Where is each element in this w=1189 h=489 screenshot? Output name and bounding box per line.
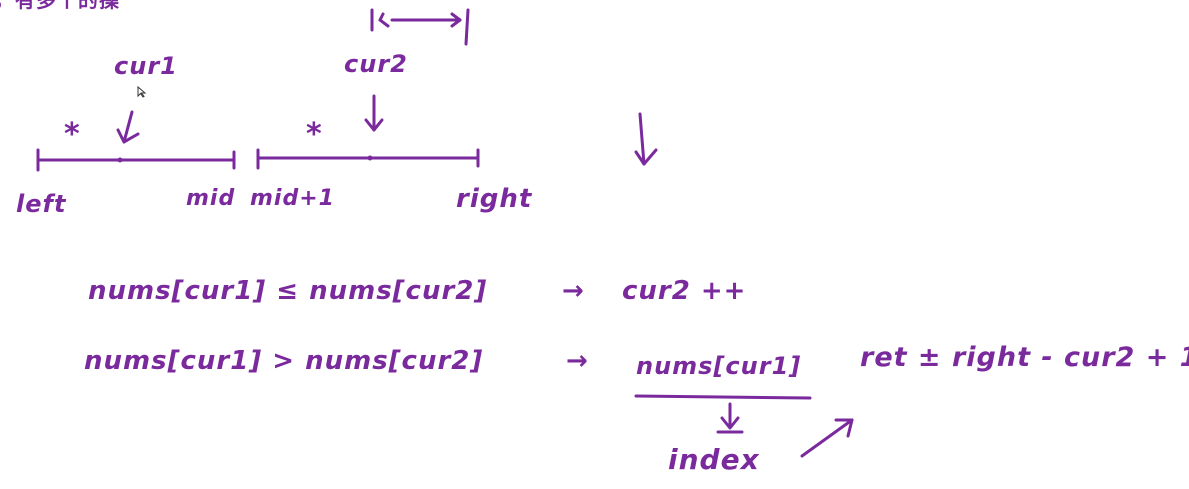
segment-left-to-mid [36,148,236,172]
label-cur1: cur1 [114,52,178,80]
segment-mid1-to-right [256,148,480,170]
eq2-lhs: nums[cur1] > nums[cur2] [84,346,484,376]
range-marker-top [370,8,470,46]
label-cur2: cur2 [344,50,408,78]
diagonal-arrow-to-ret [800,418,854,458]
eq1-lhs: nums[cur1] ≤ nums[cur2] [88,276,488,306]
eq2-rhs: nums[cur1] [636,352,802,380]
eq2-arrow: → [566,346,589,376]
cur2-arrow [364,94,384,132]
label-mid: mid [186,186,236,211]
mouse-cursor-icon [137,86,147,98]
underline-nums-cur1 [634,394,812,400]
label-right: right [456,184,533,214]
star-right: * [306,117,323,152]
eq1-rhs: cur2 ++ [622,276,747,306]
label-mid-plus-1: mid+1 [250,186,335,211]
header-partial-text: ，有多个的操 [0,0,120,12]
eq2-result: ret ± right - cur2 + 1 [860,342,1189,373]
star-left: * [64,117,81,152]
label-index: index [668,443,760,476]
eq1-arrow: → [562,276,585,306]
label-left: left [16,190,67,218]
arrow-to-index [716,402,744,434]
down-arrow-right [634,112,658,166]
cur1-arrow [116,110,140,144]
